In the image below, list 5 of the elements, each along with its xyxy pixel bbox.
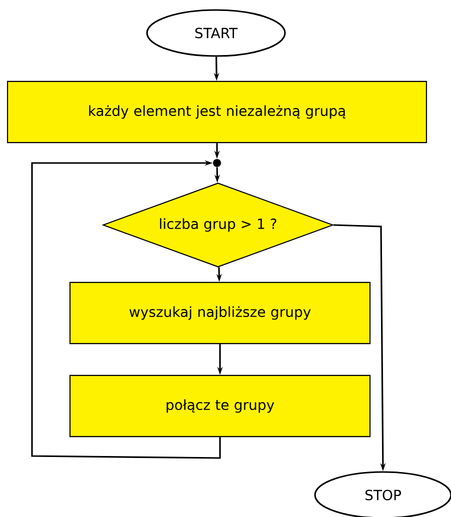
junction-dot (213, 159, 221, 167)
process-box: połącz te grupy (69, 374, 371, 438)
process-box: wyszukaj najbliższe grupy (69, 282, 371, 344)
process-box: każdy element jest niezależną grupą (7, 80, 427, 144)
arrow (31, 160, 221, 459)
